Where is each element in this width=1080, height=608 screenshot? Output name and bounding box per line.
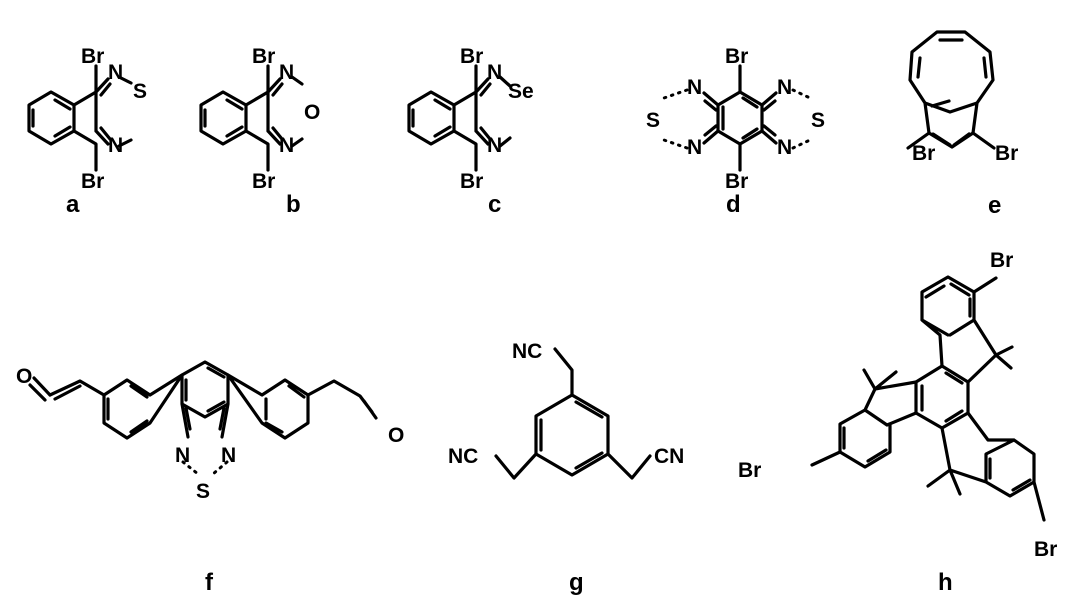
atom-n-upper: N <box>487 61 502 84</box>
atom-br-bottom: Br <box>81 170 104 193</box>
atom-n-upper: N <box>279 61 294 84</box>
compound-h: Br Br Br h <box>738 249 1057 596</box>
atom-n-ul: N <box>687 76 702 99</box>
label-b: b <box>286 191 301 218</box>
compound-g: NC NC CN g <box>448 340 684 596</box>
atom-n-lr: N <box>777 136 792 159</box>
atom-br-bottom: Br <box>725 170 748 193</box>
atom-cn-right: CN <box>654 445 684 468</box>
atom-nc-top: NC <box>512 340 542 363</box>
label-d: d <box>726 191 741 218</box>
compound-d: Br Br N N N N S S d <box>646 45 825 218</box>
atom-br-top: Br <box>460 45 483 68</box>
atom-s-left: S <box>646 109 660 132</box>
label-g: g <box>569 569 584 596</box>
atom-s: S <box>196 480 210 503</box>
label-h: h <box>938 569 953 596</box>
atom-s-right: S <box>811 109 825 132</box>
atom-o-right: O <box>388 424 404 447</box>
atom-n-lower: N <box>279 134 294 157</box>
atom-n-ur: N <box>777 76 792 99</box>
label-a: a <box>66 191 80 218</box>
atom-n-upper: N <box>108 61 123 84</box>
label-c: c <box>488 191 501 218</box>
atom-br-right: Br <box>995 142 1018 165</box>
compound-f: N N S O O f <box>16 360 404 596</box>
atom-n-right: N <box>221 444 236 467</box>
atom-br-bottom: Br <box>1034 538 1057 561</box>
atom-o: O <box>304 101 320 124</box>
atom-n-ll: N <box>687 136 702 159</box>
atom-br-left: Br <box>738 459 761 482</box>
atom-br-top: Br <box>252 45 275 68</box>
atom-br-top: Br <box>990 249 1013 272</box>
compound-c: Br Br N N Se c <box>407 45 534 218</box>
atom-n-lower: N <box>108 134 123 157</box>
atom-se: Se <box>508 80 534 103</box>
atom-s: S <box>133 80 147 103</box>
compound-b: Br Br N N O b <box>199 45 320 218</box>
compound-a: Br Br N N S a <box>27 45 147 218</box>
label-f: f <box>205 569 214 596</box>
atom-n-lower: N <box>487 134 502 157</box>
atom-n-left: N <box>175 444 190 467</box>
atom-o-left: O <box>16 365 32 388</box>
atom-br-bottom: Br <box>460 170 483 193</box>
atom-br-left: Br <box>912 142 935 165</box>
label-e: e <box>988 192 1001 219</box>
atom-br-top: Br <box>81 45 104 68</box>
atom-br-bottom: Br <box>252 170 275 193</box>
atom-br-top: Br <box>725 45 748 68</box>
compound-e: Br Br e <box>906 30 1018 219</box>
atom-nc-left: NC <box>448 445 478 468</box>
